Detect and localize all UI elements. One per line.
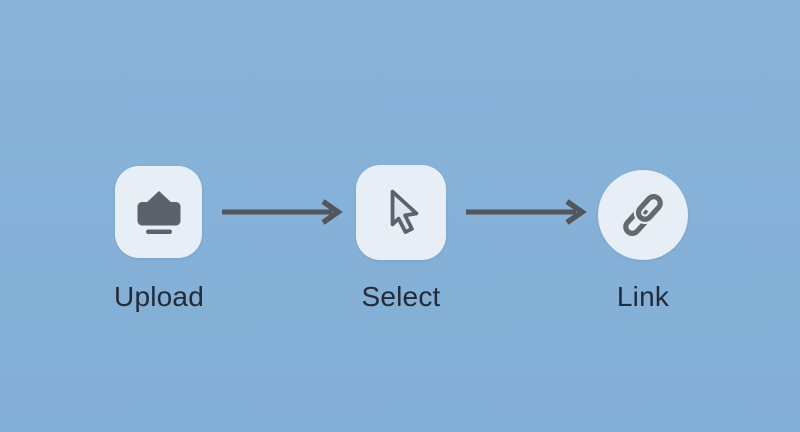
link-tile [598,170,688,260]
chain-link-icon [623,191,665,236]
upload-icon [137,191,180,234]
step-label-select: Select [361,281,441,312]
cursor-pointer-icon [390,189,419,234]
step-label-link: Link [616,281,670,312]
select-tile [356,165,446,260]
arrow-right-icon [466,199,587,225]
step-label-upload: Upload [114,281,204,312]
arrow-right-icon [222,199,343,225]
upload-tile [115,166,202,258]
